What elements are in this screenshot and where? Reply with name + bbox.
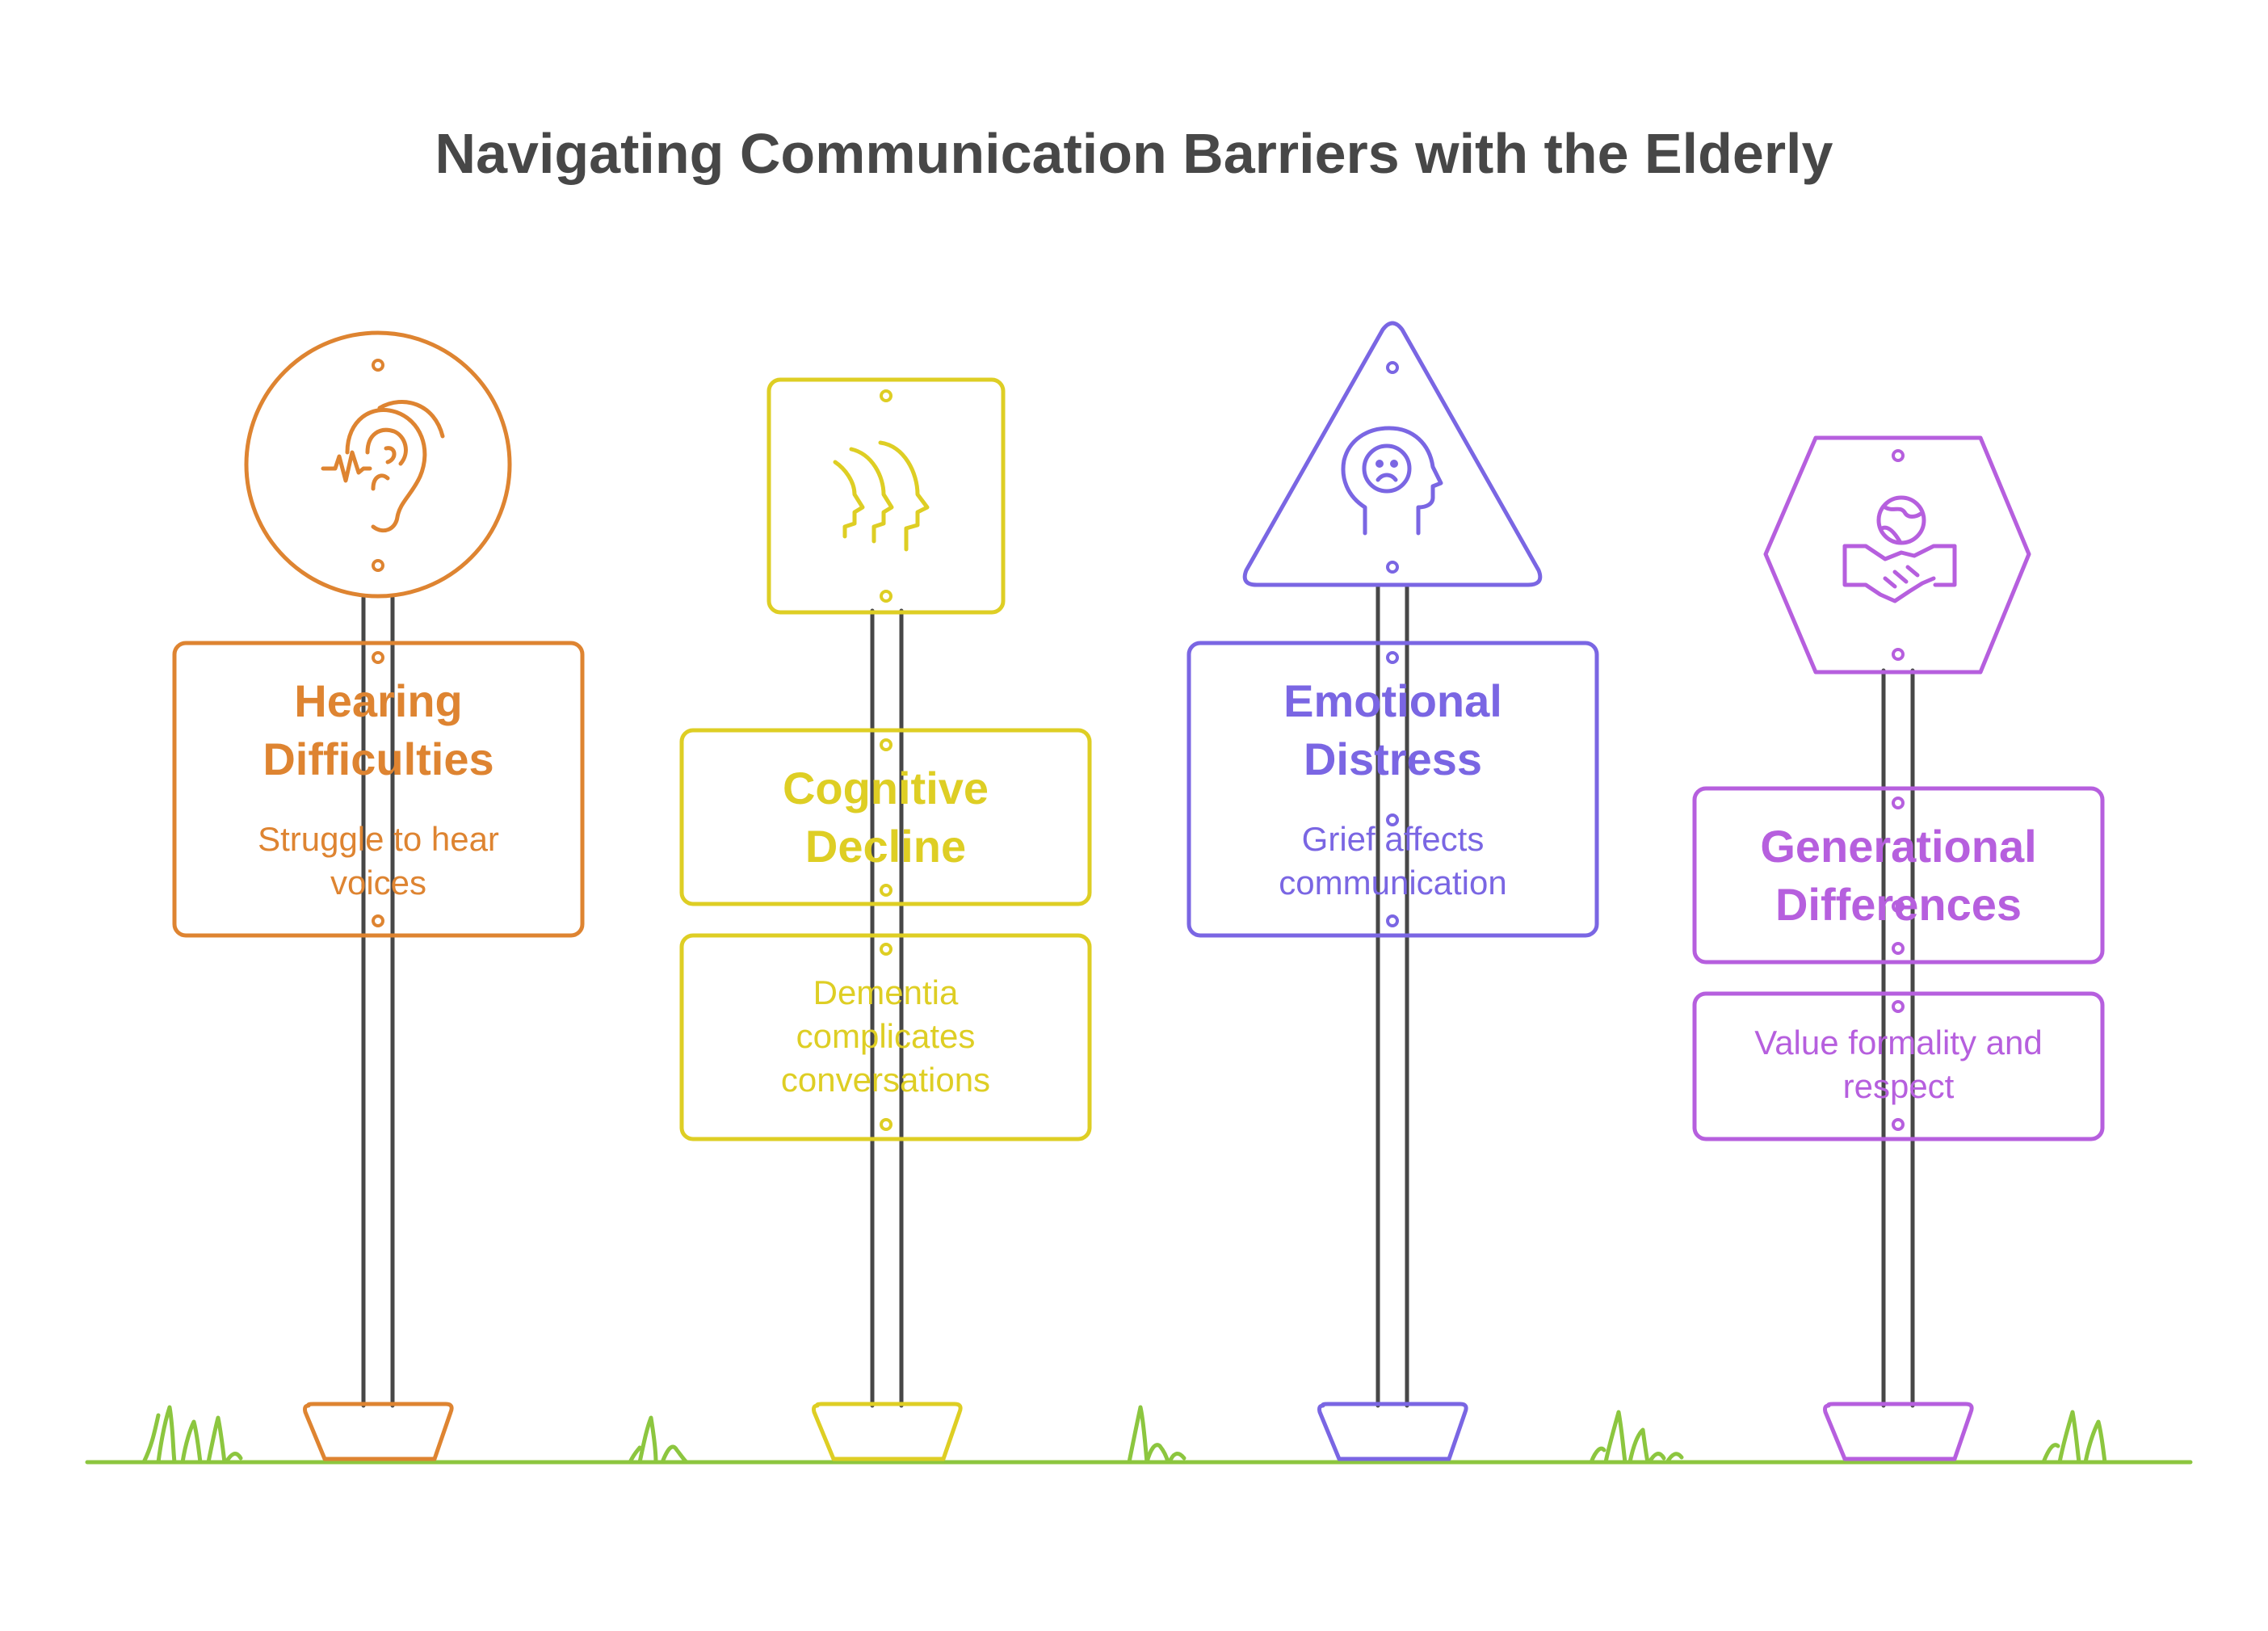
desc-line: Dementia xyxy=(813,973,959,1011)
hearing-heading: Hearing Difficulties xyxy=(174,672,582,788)
heading-line: Decline xyxy=(804,821,967,872)
desc-line: complicates xyxy=(796,1017,976,1055)
cognitive-heading: Cognitive Decline xyxy=(682,759,1090,876)
heads-profile-icon xyxy=(833,440,930,552)
board-heading xyxy=(1186,641,1599,938)
desc-line: voices xyxy=(330,864,427,902)
hexagon-sign xyxy=(1763,435,2031,675)
sign-cognitive-decline xyxy=(679,377,1092,1461)
cognitive-description: Dementia complicates conversations xyxy=(682,971,1090,1102)
sign-generational-differences xyxy=(1692,435,2105,1461)
ear-icon xyxy=(321,400,445,533)
sign-emotional-distress xyxy=(1186,321,1599,1461)
board-description xyxy=(1692,991,2105,1141)
pole xyxy=(1881,668,1915,1408)
generational-heading: Generational Differences xyxy=(1695,818,2102,934)
desc-line: respect xyxy=(1842,1067,1955,1105)
pole-base xyxy=(1317,1402,1468,1461)
pole xyxy=(1376,582,1409,1408)
circle-sign xyxy=(244,330,512,599)
sign-hearing-difficulties xyxy=(172,330,585,1461)
emotional-description: Grief affects communication xyxy=(1189,818,1597,905)
board-heading xyxy=(172,641,585,938)
pole xyxy=(361,595,395,1408)
heading-line: Differences xyxy=(1774,879,2022,930)
hearing-description: Struggle to hear voices xyxy=(174,818,582,905)
desc-line: conversations xyxy=(780,1061,991,1099)
handshake-globe-icon xyxy=(1842,495,1957,603)
pole-base xyxy=(303,1402,454,1461)
pole xyxy=(870,608,904,1408)
desc-line: Struggle to hear xyxy=(258,820,499,858)
emotional-heading: Emotional Distress xyxy=(1189,672,1597,788)
heading-line: Hearing xyxy=(294,675,463,726)
heading-line: Distress xyxy=(1303,734,1483,784)
heading-line: Generational xyxy=(1760,821,2037,872)
page-title: Navigating Communication Barriers with t… xyxy=(435,122,1833,185)
ground xyxy=(85,1405,2193,1465)
heading-line: Difficulties xyxy=(262,734,494,784)
desc-line: Grief affects xyxy=(1301,820,1485,858)
board-heading xyxy=(679,728,1092,906)
sad-head-icon xyxy=(1341,426,1443,536)
board-heading xyxy=(1692,786,2105,965)
heading-line: Emotional xyxy=(1283,675,1502,726)
generational-description: Value formality and respect xyxy=(1695,1021,2102,1108)
square-sign xyxy=(766,377,1006,615)
board-description xyxy=(679,933,1092,1141)
pole-base xyxy=(812,1402,963,1461)
heading-line: Cognitive xyxy=(782,763,989,813)
desc-line: communication xyxy=(1279,864,1507,902)
pole-base xyxy=(1823,1402,1974,1461)
triangle-sign xyxy=(1242,321,1543,587)
desc-line: Value formality and xyxy=(1754,1024,2043,1061)
